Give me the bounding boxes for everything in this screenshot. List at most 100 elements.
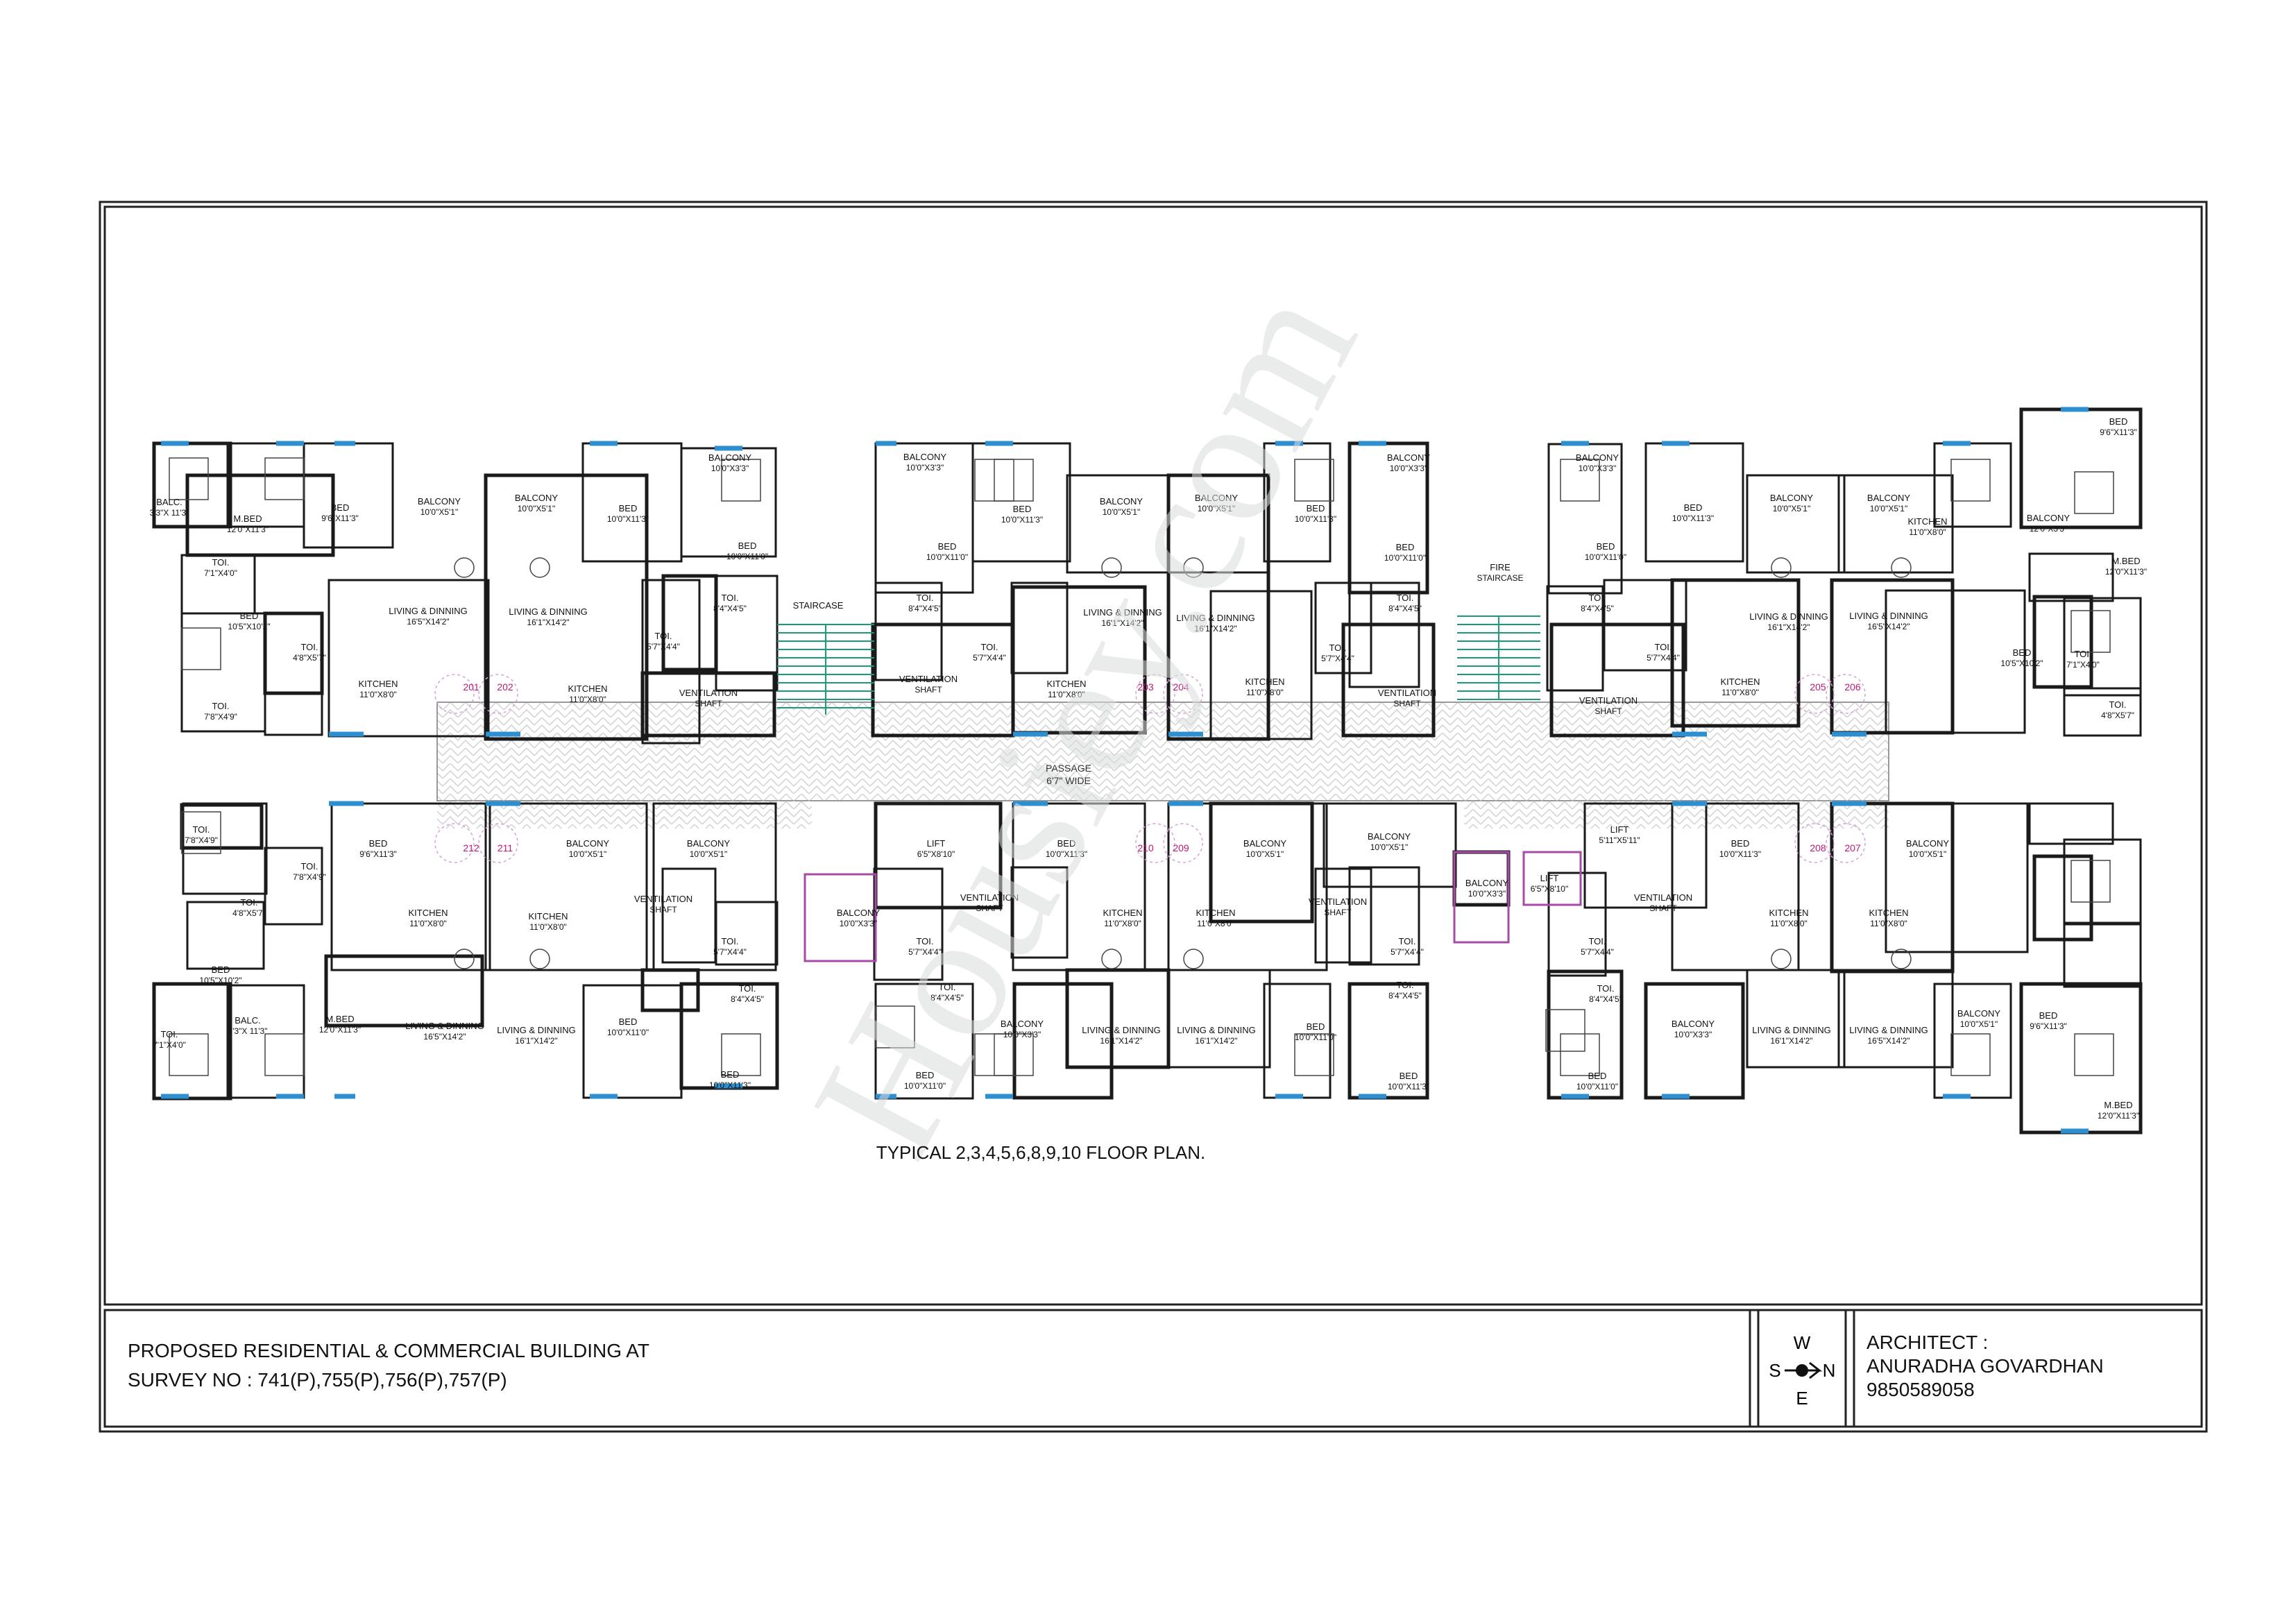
- room-dimension: 5'7"X4'4": [1321, 654, 1354, 663]
- room-dimension: 16'1"X14'2": [1770, 1036, 1812, 1046]
- room-dimension: 10'0"X11'3": [1719, 849, 1761, 859]
- room-name: BALCONY: [1001, 1019, 1044, 1029]
- room-dimension: 7'8"X4'9": [293, 872, 326, 882]
- living-table-furniture-icon: [529, 557, 550, 578]
- room-dimension: 10'0"X11'0": [904, 1081, 946, 1091]
- room-outline: [1746, 969, 1846, 1069]
- room-dimension: 7'8"X4'9": [185, 835, 218, 845]
- north-compass: W S N E: [1769, 1332, 1835, 1409]
- room-dimension: 4'8"X5'7": [232, 908, 266, 918]
- room-dimension: 11'0"X8'0": [1909, 527, 1946, 537]
- room-outline: [186, 901, 265, 970]
- room-name: BALCONY: [566, 838, 609, 849]
- room-name: BALCONY: [1867, 493, 1910, 503]
- room-name: TOI.: [2109, 699, 2126, 710]
- room-dimension: 8'4"X4'5": [1589, 994, 1622, 1004]
- bed-furniture-icon: [181, 627, 221, 670]
- flat-number: 208: [1810, 842, 1826, 853]
- bed-furniture-icon: [181, 811, 221, 854]
- room-outline: [1341, 622, 1436, 738]
- room-name: BALCONY: [1100, 496, 1143, 507]
- room-dimension: SHAFT: [915, 685, 942, 695]
- room-dimension: 4'8"X5'7": [293, 653, 326, 663]
- room-dimension: 10'5"X10'2": [228, 622, 270, 631]
- room-dimension: 10'0"X3'3": [1003, 1030, 1041, 1039]
- room-outline: [2063, 687, 2142, 737]
- room-dimension: 10'0"X11'0": [926, 552, 968, 562]
- living-table-furniture-icon: [1891, 557, 1912, 578]
- room-name: BALCONY: [1672, 1019, 1715, 1029]
- room-name: BALCONY: [687, 838, 730, 849]
- room-outline: [1644, 982, 1745, 1100]
- door-swing: [1826, 823, 1866, 863]
- room-name: LIFT: [1540, 873, 1559, 883]
- room-dimension: 10'0"X5'1": [1103, 507, 1140, 517]
- room-name: BALCONY: [1387, 452, 1430, 463]
- room-name: TOI.: [721, 936, 738, 946]
- compass-e: E: [1796, 1388, 1808, 1409]
- room-outline: [1885, 802, 2029, 953]
- room-name: TOI.: [2074, 649, 2091, 659]
- flat-number: 212: [463, 842, 479, 853]
- room-name: KITCHEN: [408, 908, 448, 918]
- living-table-furniture-icon: [454, 557, 475, 578]
- room-dimension: 10'0"X11'3": [1672, 513, 1714, 523]
- flat-number: 207: [1844, 842, 1861, 853]
- room-outline: [641, 579, 701, 745]
- door-swing: [1163, 674, 1203, 714]
- room-dimension: 12'0"X11'3": [319, 1025, 361, 1035]
- room-dimension: SHAFT: [649, 905, 677, 915]
- room-name: KITCHEN: [1907, 516, 1947, 527]
- room-dimension: 5'7"X4'4": [713, 947, 747, 957]
- room-dimension: 10'0"X3'3": [711, 464, 749, 473]
- room-dimension: 10'5"X10'2": [199, 976, 241, 985]
- room-name: TOI.: [916, 593, 933, 603]
- room-outline: [226, 984, 305, 1099]
- room-outline: [2063, 597, 2142, 697]
- architect-label: ARCHITECT :: [1866, 1332, 1989, 1353]
- room-name: TOI.: [1597, 983, 1614, 994]
- room-dimension: 10'0"X11'3": [1388, 1082, 1429, 1091]
- room-dimension: 16'1"X14'2": [527, 618, 569, 627]
- room-outline: [874, 801, 1003, 910]
- room-outline: [1348, 866, 1420, 966]
- room-dimension: 10'0"X5'1": [1246, 849, 1284, 859]
- sheet-outer-border: [99, 201, 2208, 1433]
- room-dimension: 9'6"X11'3": [2030, 1021, 2067, 1031]
- room-dimension: 10'0"X11'0": [607, 1028, 649, 1037]
- door-swing: [434, 823, 475, 863]
- room-outline: [2028, 802, 2114, 845]
- flat-number: 202: [497, 681, 513, 692]
- passage-label: PASSAGE: [1046, 763, 1091, 774]
- bed-furniture-icon: [1294, 1033, 1334, 1076]
- room-dimension: 9'6"X11'3": [2100, 427, 2137, 437]
- room-name: BED: [1588, 1071, 1607, 1081]
- room-dimension: 10'0"X5'1": [690, 849, 727, 859]
- room-dimension: 11'0"X8'0": [1048, 690, 1085, 699]
- room-dimension: 10'0"X11'0": [1295, 1033, 1336, 1042]
- room-outline: [1583, 802, 1708, 909]
- room-name: TOI.: [980, 642, 998, 652]
- room-name: VENTILATION: [1634, 892, 1692, 903]
- room-name: TOI.: [212, 557, 229, 568]
- room-dimension: 5'7"X4'4": [973, 653, 1006, 663]
- room-name: TOI.: [654, 631, 672, 641]
- room-name: BALCONY: [1243, 838, 1286, 849]
- room-dimension: 7'1"X4'0": [153, 1040, 186, 1050]
- room-dimension: 9'6"X11'3": [359, 849, 397, 859]
- room-dimension: 5'7"X4'4": [1581, 947, 1614, 957]
- room-name: KITCHEN: [568, 683, 607, 694]
- room-dimension: 7'1"X4'0": [2066, 660, 2100, 670]
- bed-furniture-icon: [2074, 471, 2114, 514]
- door-swing: [1163, 823, 1203, 863]
- room-name: LIVING & DINNING: [1752, 1025, 1830, 1035]
- bed-furniture-icon: [1545, 1009, 1585, 1052]
- room-dimension: 5'7"X4'4": [908, 947, 942, 957]
- room-dimension: 8'4"X4'5": [731, 994, 764, 1004]
- flat-number: 204: [1173, 681, 1189, 692]
- room-name: LIVING & DINNING: [1177, 1025, 1255, 1035]
- room-name: BED: [331, 502, 350, 513]
- room-outline: [1746, 474, 1846, 574]
- room-name: TOI.: [160, 1029, 178, 1039]
- bed-furniture-icon: [2074, 1033, 2114, 1076]
